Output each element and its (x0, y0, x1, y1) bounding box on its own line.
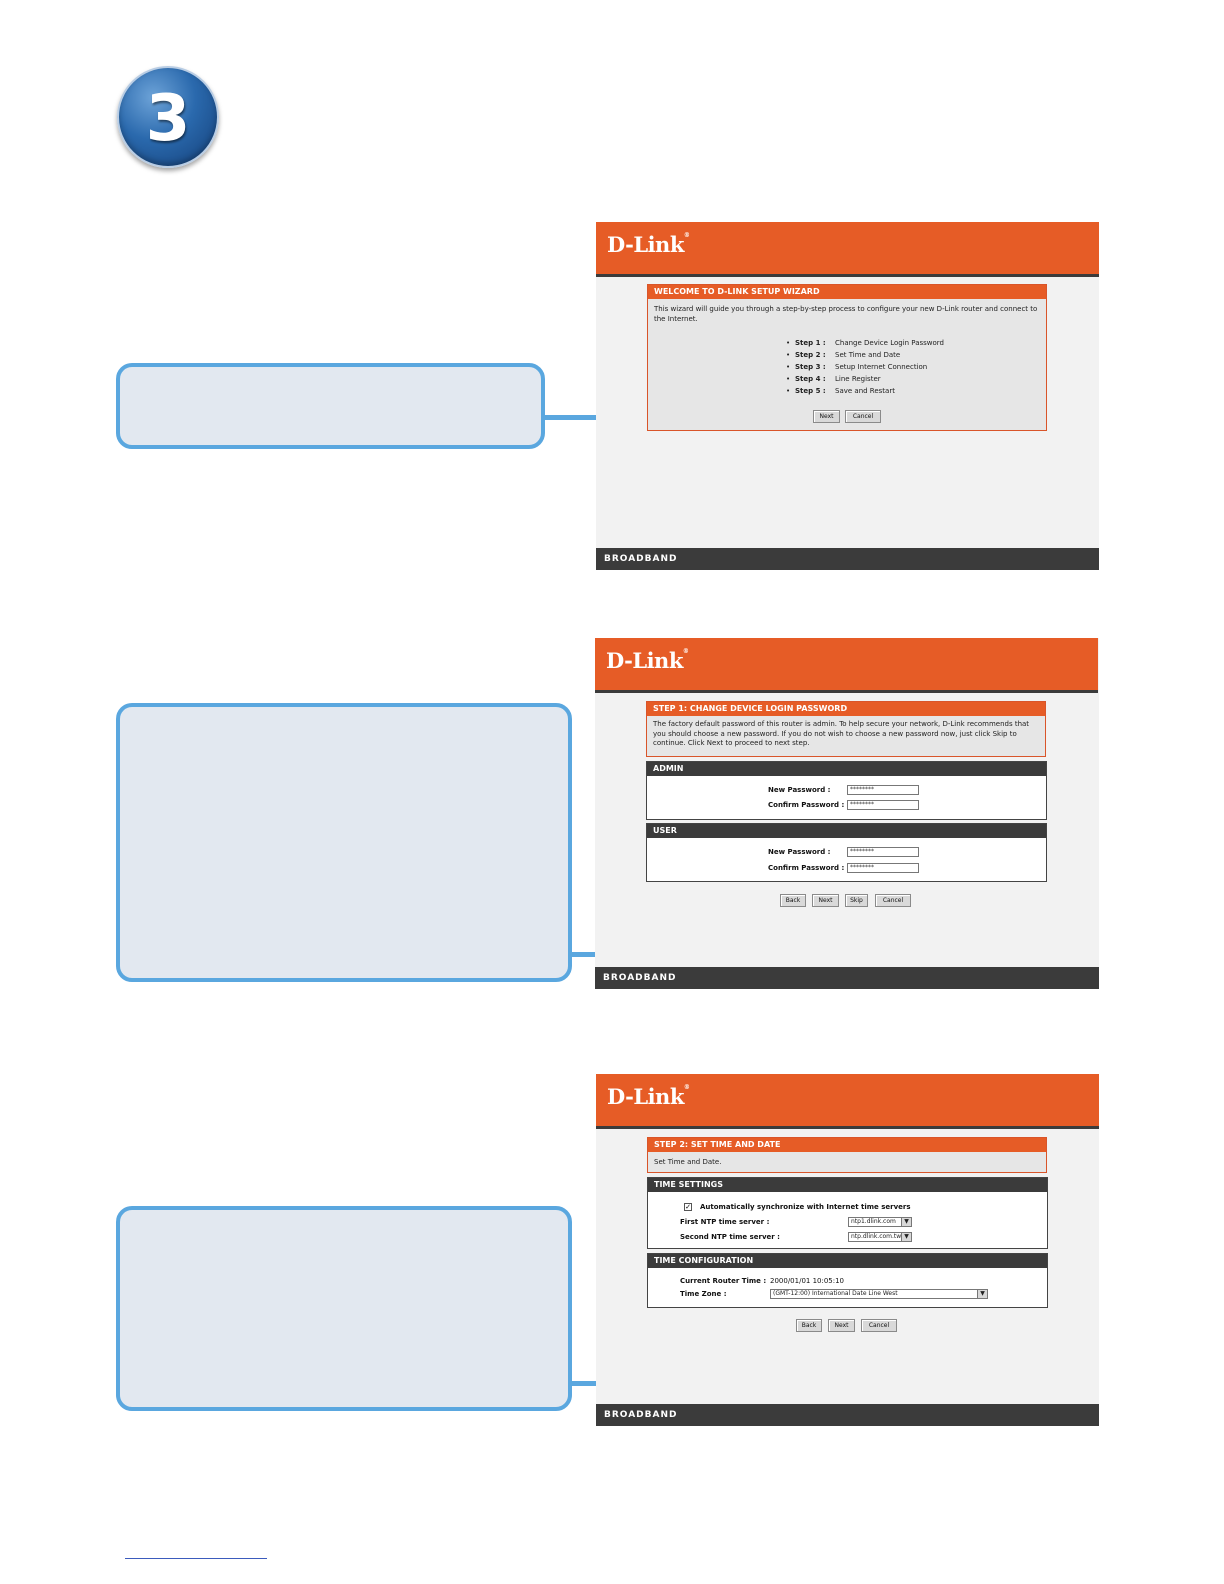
section-title: ADMIN (647, 762, 1046, 776)
section-title: TIME SETTINGS (648, 1178, 1047, 1192)
router-time-value: 2000/01/01 10:05:10 (770, 1277, 845, 1285)
admin-confirm-password-input[interactable]: ******** (847, 800, 919, 810)
footer-label: BROADBAND (604, 554, 678, 564)
skip-button[interactable]: Skip (845, 894, 868, 907)
back-button[interactable]: Back (780, 894, 806, 907)
password-intro-panel: STEP 1: CHANGE DEVICE LOGIN PASSWORD The… (646, 701, 1046, 757)
callout-box-1 (116, 363, 545, 449)
second-ntp-label: Second NTP time server : (680, 1233, 780, 1241)
header-bar: D-Link® (595, 638, 1098, 690)
first-ntp-select[interactable]: ntp1.dlink.com▼ (848, 1217, 912, 1227)
screenshot-welcome-wizard: D-Link® WELCOME TO D-LINK SETUP WIZARD T… (596, 222, 1099, 570)
panel-title: WELCOME TO D-LINK SETUP WIZARD (648, 285, 1046, 299)
dlink-logo: D-Link® (607, 232, 690, 257)
list-item: •Step 3 :Setup Internet Connection (786, 363, 928, 371)
list-item: •Step 4 :Line Register (786, 375, 881, 383)
header-divider (595, 690, 1098, 693)
step-number: 3 (145, 82, 191, 156)
panel-intro: The factory default password of this rou… (653, 720, 1030, 747)
panel-title: STEP 2: SET TIME AND DATE (648, 1138, 1046, 1152)
footer-label: BROADBAND (603, 973, 677, 983)
dlink-logo: D-Link® (606, 648, 689, 673)
panel-intro: Set Time and Date. (654, 1158, 722, 1166)
panel-title: STEP 1: CHANGE DEVICE LOGIN PASSWORD (647, 702, 1045, 716)
list-item: •Step 5 :Save and Restart (786, 387, 895, 395)
time-configuration-section: TIME CONFIGURATION Current Router Time :… (647, 1253, 1048, 1308)
next-button[interactable]: Next (813, 410, 840, 423)
time-zone-label: Time Zone : (680, 1290, 727, 1298)
user-confirm-password-input[interactable]: ******** (847, 863, 919, 873)
chevron-down-icon: ▼ (901, 1218, 911, 1226)
time-zone-select[interactable]: (GMT-12:00) International Date Line West… (770, 1289, 988, 1299)
list-item: •Step 2 :Set Time and Date (786, 351, 901, 359)
header-bar: D-Link® (596, 1074, 1099, 1126)
admin-section: ADMIN New Password : ******** Confirm Pa… (646, 761, 1047, 820)
header-bar: D-Link® (596, 222, 1099, 274)
user-section: USER New Password : ******** Confirm Pas… (646, 823, 1047, 882)
next-button[interactable]: Next (828, 1319, 855, 1332)
user-new-password-input[interactable]: ******** (847, 847, 919, 857)
user-new-password-label: New Password : (768, 848, 831, 856)
back-button[interactable]: Back (796, 1319, 822, 1332)
auto-sync-checkbox[interactable]: ✓ (684, 1203, 692, 1211)
admin-new-password-label: New Password : (768, 786, 831, 794)
auto-sync-label: Automatically synchronize with Internet … (700, 1203, 911, 1211)
footer-bar: BROADBAND (596, 548, 1099, 570)
second-ntp-select[interactable]: ntp.dlink.com.tw▼ (848, 1232, 912, 1242)
section-title: TIME CONFIGURATION (648, 1254, 1047, 1268)
welcome-panel: WELCOME TO D-LINK SETUP WIZARD This wiza… (647, 284, 1047, 431)
router-time-label: Current Router Time : (680, 1277, 767, 1285)
admin-confirm-password-label: Confirm Password : (768, 801, 845, 809)
time-settings-section: TIME SETTINGS ✓ Automatically synchroniz… (647, 1177, 1048, 1249)
footer-label: BROADBAND (604, 1410, 678, 1420)
dlink-logo: D-Link® (607, 1084, 690, 1109)
time-intro-panel: STEP 2: SET TIME AND DATE Set Time and D… (647, 1137, 1047, 1173)
user-confirm-password-label: Confirm Password : (768, 864, 845, 872)
chevron-down-icon: ▼ (901, 1233, 911, 1241)
screenshot-time-date: D-Link® STEP 2: SET TIME AND DATE Set Ti… (596, 1074, 1099, 1426)
first-ntp-label: First NTP time server : (680, 1218, 770, 1226)
footer-bar: BROADBAND (596, 1404, 1099, 1426)
header-divider (596, 274, 1099, 277)
step-number-badge: 3 (117, 66, 219, 168)
cancel-button[interactable]: Cancel (861, 1319, 897, 1332)
callout-box-3 (116, 1206, 572, 1411)
section-title: USER (647, 824, 1046, 838)
cancel-button[interactable]: Cancel (845, 410, 881, 423)
page-footer-rule (125, 1558, 267, 1559)
steps-list: •Step 1 :Change Device Login Password •S… (786, 337, 944, 397)
admin-new-password-input[interactable]: ******** (847, 785, 919, 795)
callout-box-2 (116, 703, 572, 982)
panel-intro: This wizard will guide you through a ste… (654, 305, 1038, 323)
next-button[interactable]: Next (812, 894, 839, 907)
footer-bar: BROADBAND (595, 967, 1099, 989)
chevron-down-icon: ▼ (977, 1290, 987, 1298)
cancel-button[interactable]: Cancel (875, 894, 911, 907)
list-item: •Step 1 :Change Device Login Password (786, 339, 944, 347)
screenshot-change-password: D-Link® STEP 1: CHANGE DEVICE LOGIN PASS… (595, 638, 1099, 989)
header-divider (596, 1126, 1099, 1129)
